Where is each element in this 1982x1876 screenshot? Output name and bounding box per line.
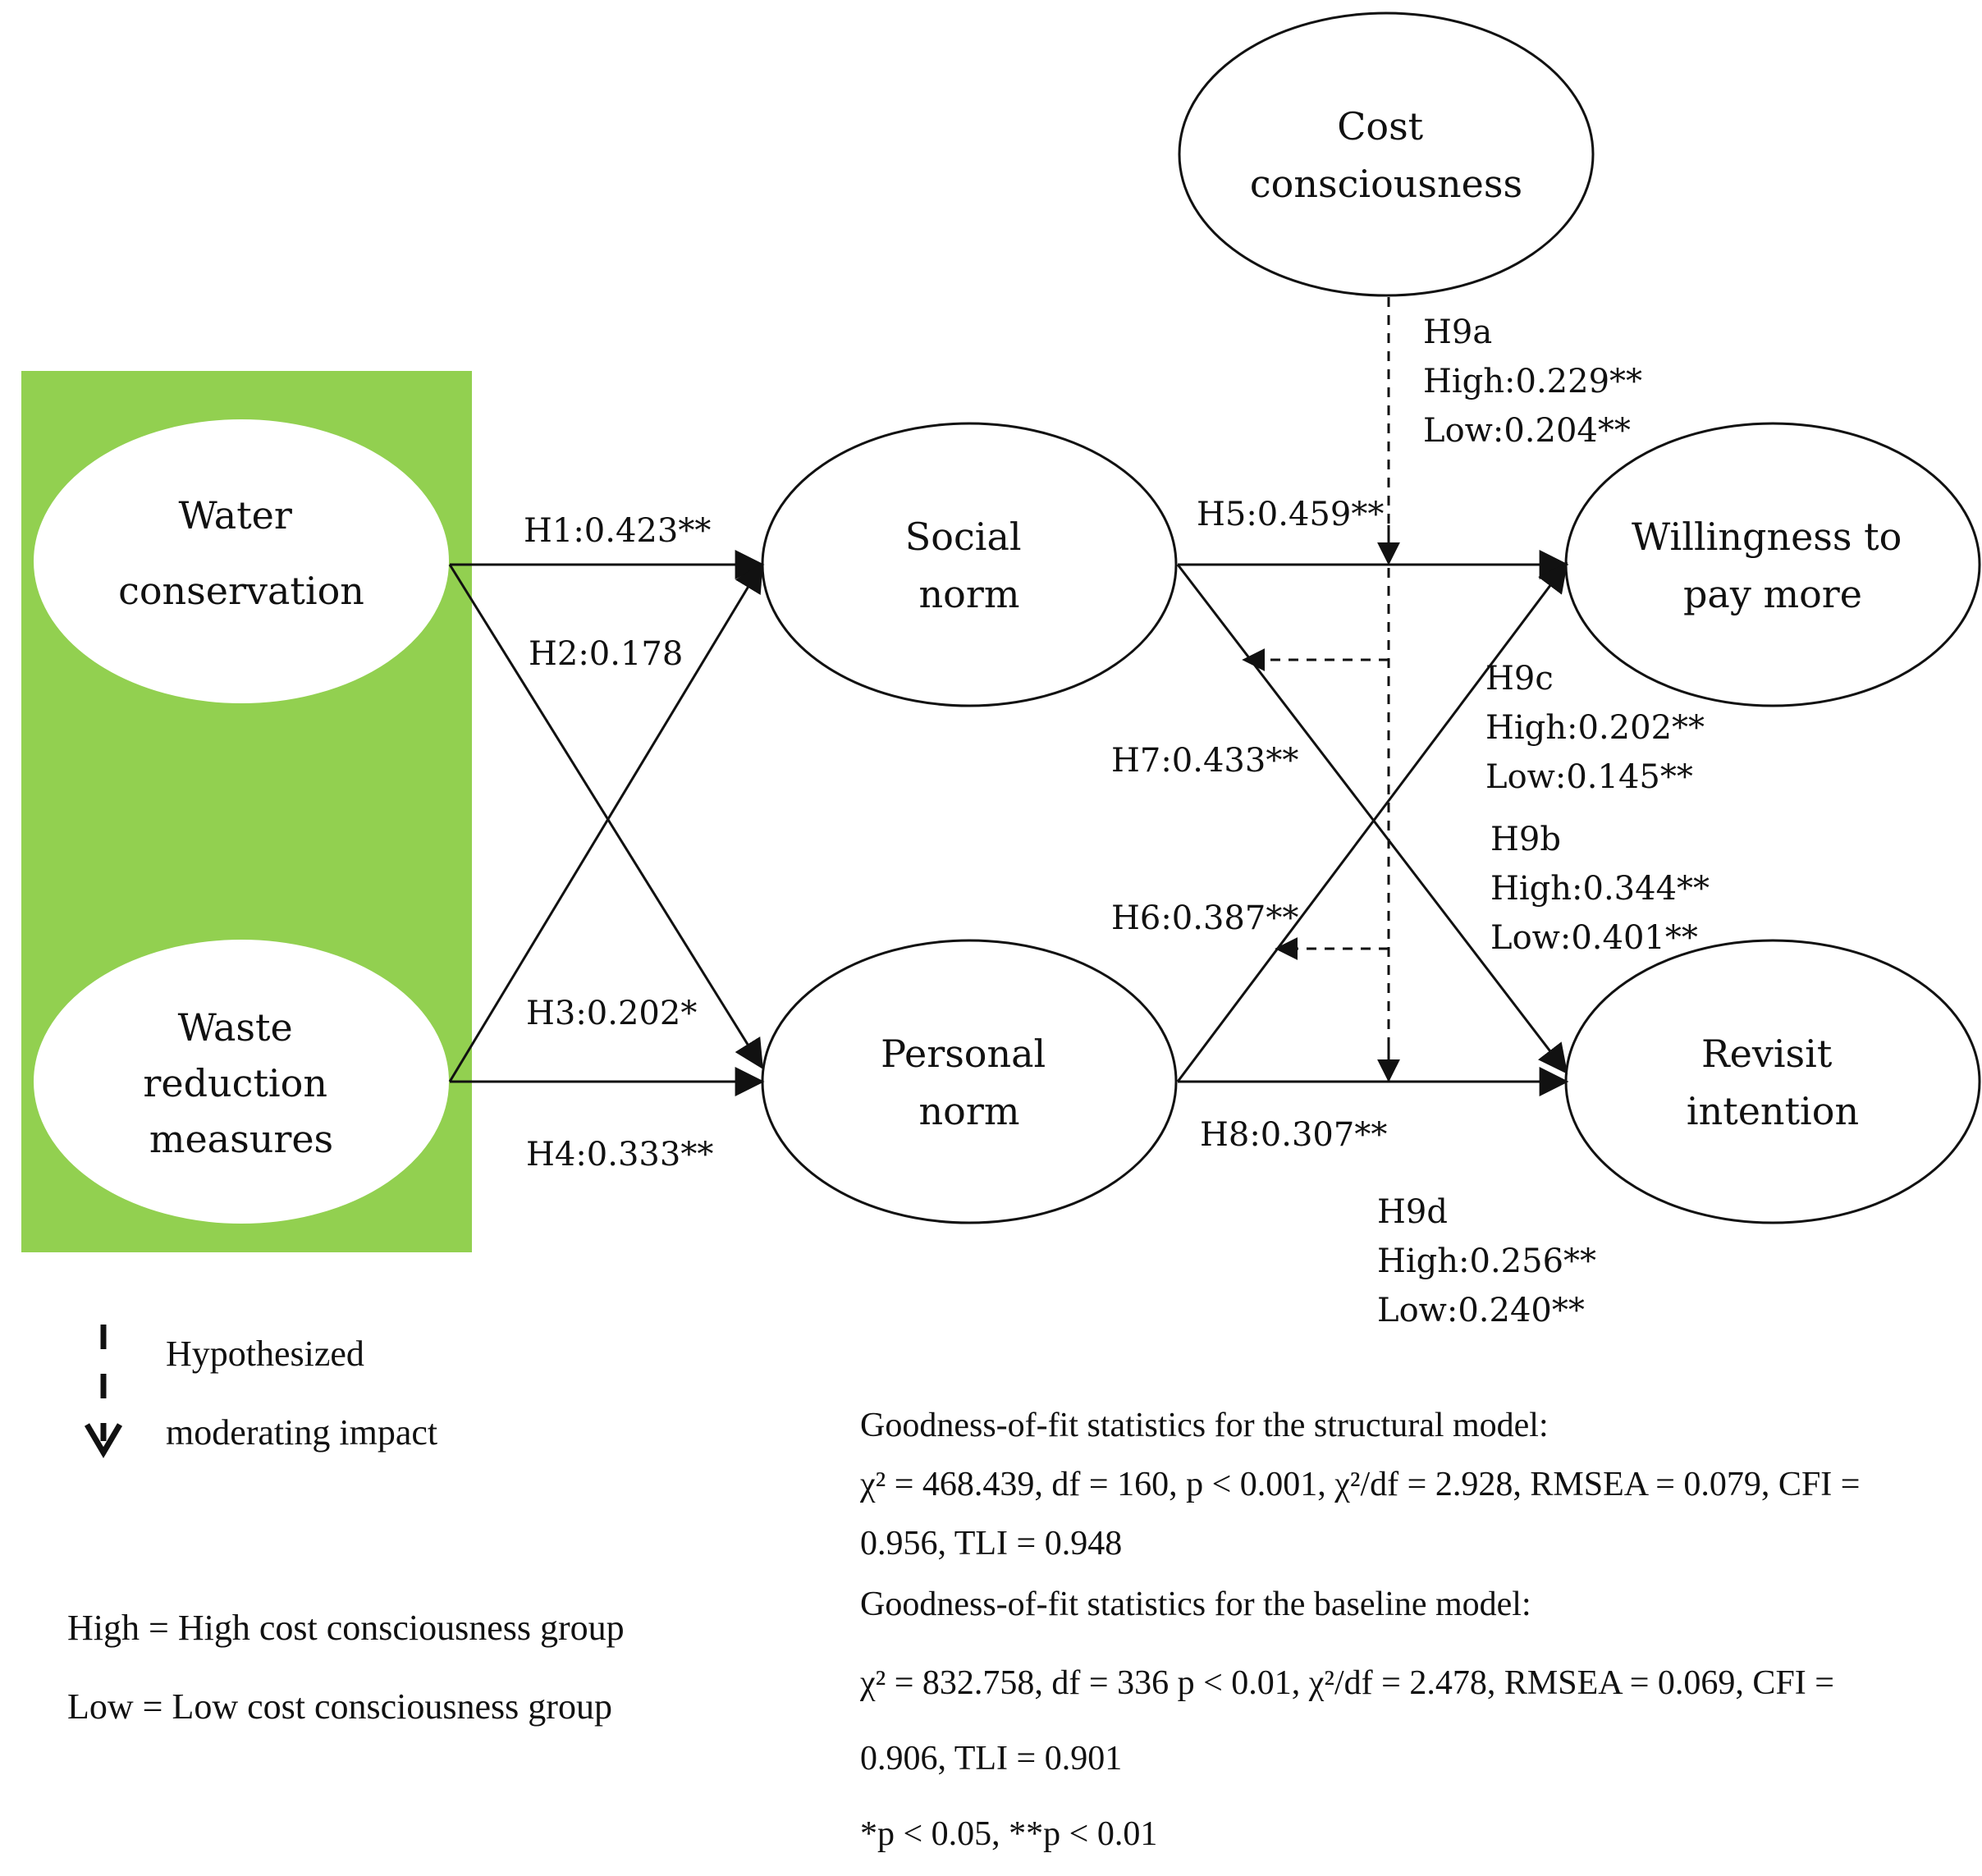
legend-low-definition: Low = Low cost consciousness group	[67, 1686, 612, 1727]
personal-norm-label: Personal norm	[881, 1032, 1058, 1133]
revisit-intention-label: Revisit intention	[1687, 1032, 1859, 1133]
node-social-norm	[761, 422, 1178, 707]
path-h2-label: H2:0.178	[529, 635, 683, 673]
structural-title: Goodness-of-fit statistics for the struc…	[860, 1407, 1549, 1444]
path-h7-label: H7:0.433**	[1111, 742, 1298, 780]
baseline-line1: χ² = 832.758, df = 336 p < 0.01, χ²/df =…	[860, 1664, 1834, 1702]
baseline-title: Goodness-of-fit statistics for the basel…	[860, 1585, 1531, 1623]
water-conservation-label: Water conservation	[118, 493, 364, 613]
legend-arrow-head-icon	[84, 1423, 123, 1458]
path-h3-arrow	[448, 561, 763, 1082]
path-h6-label: H6:0.387**	[1111, 899, 1298, 937]
moderation-h9c-label: H9c High:0.202** Low:0.145**	[1485, 660, 1715, 796]
node-willingness-to-pay	[1564, 422, 1981, 707]
legend-high-definition: High = High cost consciousness group	[67, 1608, 625, 1648]
moderation-h9a-label: H9a High:0.229** Low:0.204**	[1423, 313, 1653, 450]
node-revisit-intention	[1564, 939, 1981, 1224]
path-h2-arrow	[448, 564, 763, 1070]
node-personal-norm	[761, 939, 1178, 1224]
social-norm-label: Social norm	[905, 515, 1033, 616]
path-h4-label: H4:0.333**	[526, 1136, 713, 1174]
significance-note: *p < 0.05, **p < 0.01	[860, 1815, 1158, 1853]
node-water-conservation	[34, 419, 449, 703]
baseline-line2: 0.906, TLI = 0.901	[860, 1740, 1123, 1778]
node-cost-consciousness	[1178, 11, 1595, 297]
path-h5-label: H5:0.459**	[1197, 496, 1384, 533]
path-h8-label: H8:0.307**	[1200, 1116, 1387, 1154]
moderation-h9b-label: H9b High:0.344** Low:0.401**	[1490, 821, 1720, 957]
fit-statistics: Goodness-of-fit statistics for the struc…	[860, 1400, 1952, 1860]
path-h3-label: H3:0.202*	[526, 995, 697, 1032]
waste-reduction-label: Waste reduction measures	[143, 1005, 339, 1161]
legend-moderating-line2: moderating impact	[166, 1412, 438, 1453]
structural-line1: χ² = 468.439, df = 160, p < 0.001, χ²/df…	[860, 1466, 1861, 1503]
structural-line2: 0.956, TLI = 0.948	[860, 1525, 1123, 1563]
willingness-to-pay-label: Willingness to pay more	[1632, 515, 1914, 616]
cost-consciousness-label: Cost consciousness	[1250, 104, 1522, 206]
legend-moderating-line1: Hypothesized	[166, 1334, 364, 1374]
path-h1-label: H1:0.423**	[524, 512, 711, 550]
moderation-h9d-label: H9d High:0.256** Low:0.240**	[1377, 1193, 1607, 1329]
path-h6-arrow	[1176, 562, 1568, 1082]
node-waste-reduction	[34, 940, 449, 1224]
